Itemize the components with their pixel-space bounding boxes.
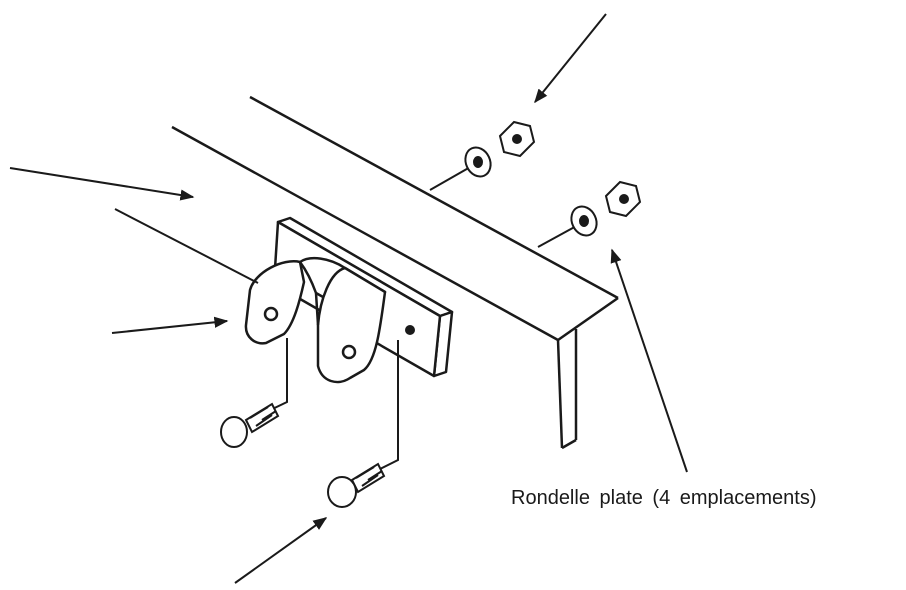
arrow-bracket — [111, 316, 229, 334]
washer-nut-upper — [464, 120, 536, 178]
arrow-flat-washer — [610, 248, 688, 473]
arrow-upper-nut — [534, 13, 607, 104]
plate-hole — [405, 325, 415, 335]
angle-rail — [171, 95, 619, 450]
leader-plate — [114, 208, 259, 284]
washer-nut-lower — [570, 180, 642, 237]
bolt-lower — [327, 462, 386, 508]
callout-arrows — [9, 13, 688, 584]
bolt-upper — [220, 402, 280, 448]
arrow-rail — [9, 167, 195, 201]
flat-washer-label: Rondelle plate (4 emplacements) — [511, 487, 817, 509]
arrow-bolt — [234, 517, 328, 584]
clevis-bracket — [244, 256, 387, 384]
